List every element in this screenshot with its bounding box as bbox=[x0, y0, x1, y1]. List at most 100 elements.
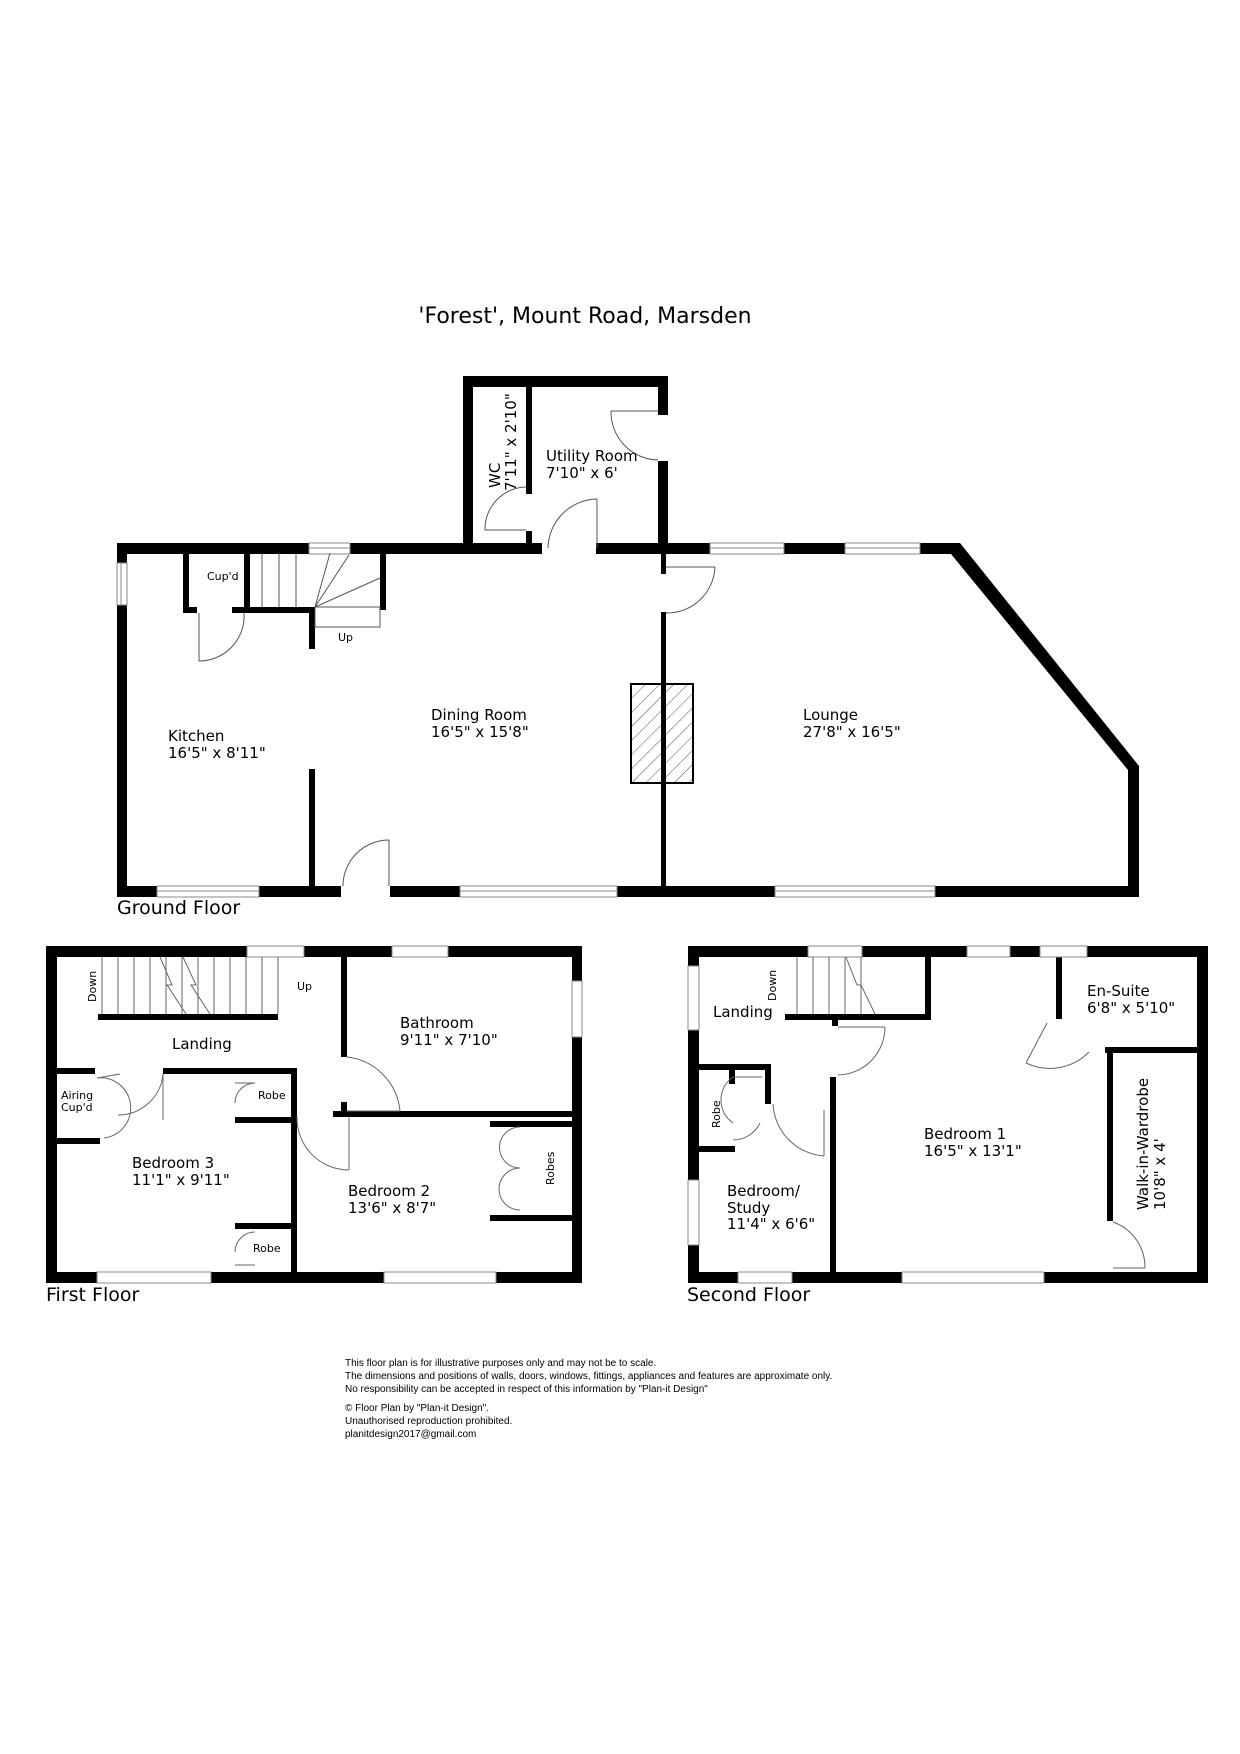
ff-stairs-down-label: Down bbox=[86, 970, 99, 1002]
ensuite-label: En-Suite 6'8" x 5'10" bbox=[1087, 983, 1175, 1016]
wall bbox=[832, 1014, 838, 1026]
bathroom-size: 9'11" x 7'10" bbox=[400, 1030, 498, 1049]
wall bbox=[688, 946, 808, 957]
wall bbox=[688, 946, 699, 966]
wall bbox=[309, 607, 315, 649]
door-cupboard bbox=[198, 612, 245, 662]
wall bbox=[920, 543, 956, 554]
dining-room-name: Dining Room bbox=[431, 706, 527, 724]
wall bbox=[862, 946, 967, 957]
bedroom3-name: Bedroom 3 bbox=[132, 1154, 215, 1172]
bedroom1-label: Bedroom 1 16'5" x 13'1" bbox=[924, 1126, 1022, 1159]
door-lounge bbox=[665, 566, 716, 614]
wall bbox=[490, 1215, 582, 1221]
disclaimer-block: This floor plan is for illustrative purp… bbox=[345, 1357, 832, 1441]
wall bbox=[785, 1014, 930, 1020]
wall bbox=[1010, 946, 1040, 957]
disclaimer-line2: The dimensions and positions of walls, d… bbox=[345, 1371, 833, 1382]
wall bbox=[291, 1068, 297, 1283]
wall bbox=[232, 607, 312, 613]
wall bbox=[951, 543, 1139, 897]
sf-robe-label: Robe bbox=[710, 1100, 723, 1128]
contact-email: planitdesign2017@gmail.com bbox=[345, 1429, 477, 1440]
wall bbox=[235, 1117, 291, 1123]
first-floor-windows bbox=[96, 945, 583, 1284]
second-floor-plan bbox=[688, 946, 1208, 1283]
second-floor-label: Second Floor bbox=[687, 1284, 811, 1306]
wall bbox=[463, 376, 668, 387]
copyright-line: © Floor Plan by "Plan-it Design". bbox=[345, 1403, 489, 1414]
wall bbox=[163, 1068, 291, 1074]
study-size: 11'4" x 6'6" bbox=[727, 1215, 816, 1233]
wall bbox=[729, 1070, 735, 1084]
page-title: 'Forest', Mount Road, Marsden bbox=[418, 304, 752, 329]
bathroom-label: Bathroom 9'11" x 7'10" bbox=[400, 1015, 498, 1048]
wall bbox=[688, 1245, 699, 1283]
wall bbox=[46, 1272, 97, 1283]
door-front bbox=[342, 839, 390, 887]
wall bbox=[1087, 946, 1208, 957]
wall bbox=[117, 543, 127, 563]
wall bbox=[661, 553, 666, 574]
wall bbox=[699, 1146, 735, 1152]
first-floor-fixtures bbox=[96, 956, 521, 1266]
second-floor-windows bbox=[687, 945, 1088, 1284]
wall bbox=[572, 1037, 582, 1283]
wall bbox=[304, 946, 392, 957]
ff-landing-label: Landing bbox=[172, 1035, 232, 1053]
wall bbox=[1107, 1053, 1113, 1221]
lounge-label: Lounge 27'8" x 16'5" bbox=[803, 707, 901, 740]
wall bbox=[765, 1064, 771, 1104]
wall bbox=[784, 543, 845, 554]
wall bbox=[183, 553, 189, 613]
wall bbox=[244, 553, 250, 613]
airing-cupboard-label: Airing Cup'd bbox=[61, 1089, 94, 1114]
robes-label: Robes bbox=[544, 1151, 557, 1185]
wall bbox=[259, 886, 341, 897]
kitchen-label: Kitchen 16'5" x 8'11" bbox=[168, 728, 266, 761]
wc-size: 7'11" x 2'10" bbox=[502, 393, 520, 491]
wall bbox=[309, 769, 315, 887]
wall bbox=[57, 1068, 95, 1074]
wall bbox=[46, 946, 57, 1283]
dining-room-size: 16'5" x 15'8" bbox=[431, 722, 529, 741]
utility-room-name: Utility Room bbox=[546, 447, 638, 465]
wall bbox=[448, 946, 582, 957]
sf-stairs-down-label: Down bbox=[766, 969, 779, 1001]
wall bbox=[658, 376, 668, 415]
wall bbox=[1044, 1272, 1208, 1283]
disclaimer-line1: This floor plan is for illustrative purp… bbox=[345, 1358, 657, 1369]
dining-room-label: Dining Room 16'5" x 15'8" bbox=[431, 707, 529, 740]
bedroom2-name: Bedroom 2 bbox=[348, 1182, 431, 1200]
ground-floor-plan bbox=[117, 376, 1139, 897]
door-utility-dining bbox=[547, 498, 598, 549]
wall bbox=[925, 957, 931, 1020]
wall bbox=[117, 543, 309, 554]
second-floor-fixtures bbox=[720, 956, 1146, 1269]
wall bbox=[526, 531, 532, 553]
wall bbox=[688, 1030, 699, 1180]
wall bbox=[572, 946, 582, 981]
wardrobe-size: 10'8" x 4' bbox=[1151, 1138, 1169, 1210]
lounge-name: Lounge bbox=[803, 706, 859, 724]
airing-line1: Airing bbox=[61, 1089, 94, 1102]
wall bbox=[390, 886, 460, 897]
first-floor-plan bbox=[46, 946, 582, 1283]
wall bbox=[1105, 1047, 1208, 1053]
wall bbox=[57, 1138, 100, 1144]
cupboard-label: Cup'd bbox=[207, 570, 239, 583]
ground-floor-label: Ground Floor bbox=[117, 897, 241, 919]
lounge-size: 27'8" x 16'5" bbox=[803, 722, 901, 741]
wall bbox=[183, 607, 197, 613]
wall bbox=[496, 1272, 582, 1283]
sf-landing-label: Landing bbox=[713, 1003, 773, 1021]
wall bbox=[699, 1064, 769, 1070]
reproduction-line: Unauthorised reproduction prohibited. bbox=[345, 1416, 513, 1427]
bedroom2-label: Bedroom 2 13'6" x 8'7" bbox=[348, 1183, 436, 1216]
wall bbox=[792, 1272, 902, 1283]
wall bbox=[117, 886, 157, 897]
wall bbox=[341, 957, 347, 1057]
bathroom-name: Bathroom bbox=[400, 1014, 474, 1032]
disclaimer-line3: No responsibility can be accepted in res… bbox=[345, 1384, 708, 1395]
